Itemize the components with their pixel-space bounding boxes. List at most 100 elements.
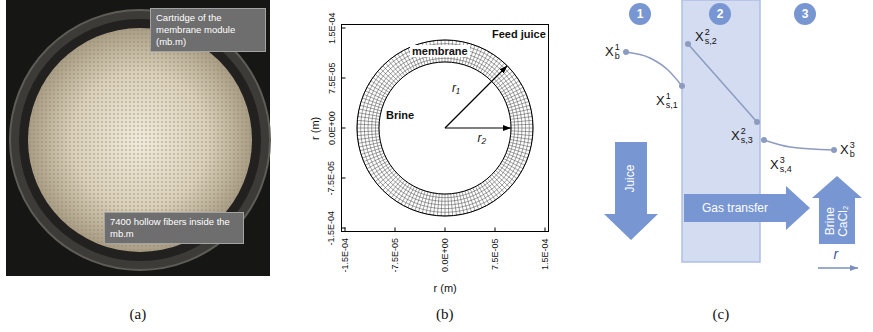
mesh-line (468, 190, 476, 211)
node-text: 1 (637, 8, 644, 20)
panel-caption: (b) (436, 306, 454, 323)
mesh-line (361, 148, 382, 155)
axis-tick-label: -7.5E-05 (326, 161, 336, 196)
axis-tick (342, 178, 346, 179)
mesh-line (380, 69, 396, 84)
mesh-line (386, 63, 401, 79)
mesh-line (422, 192, 428, 213)
photo-panel (6, 0, 270, 276)
mesh-line (494, 173, 510, 188)
concentration-point (679, 83, 685, 89)
axis-tick-label: 7.5E-05 (490, 238, 500, 270)
mesh-line (364, 153, 384, 161)
callout-box: 7400 hollow fibers inside the mb.m (104, 212, 244, 244)
mesh-line (459, 192, 464, 213)
subscript: s,2 (705, 37, 717, 46)
radius-label: r₂ (476, 132, 489, 146)
region-label: Brine (384, 109, 416, 122)
axis-tick (395, 228, 396, 232)
mesh-line (510, 139, 532, 143)
mesh-line (496, 170, 513, 184)
photo-background (6, 0, 270, 276)
node-text: 7400 hollow fibers inside the mb.m (110, 216, 238, 240)
mesh-line (508, 102, 529, 109)
mesh-line (511, 124, 533, 126)
subscript: s,4 (780, 165, 792, 174)
axis-tick-label: -1.5E-04 (340, 238, 350, 273)
mesh-line (383, 66, 399, 82)
axis-tick-label: 0.0E+00 (440, 238, 450, 272)
mesh-line (510, 113, 532, 117)
radius-arrow (445, 127, 511, 128)
symbol-base: X (770, 158, 779, 173)
axis-tick-label: 1.5E-04 (326, 12, 336, 44)
membrane-outer (357, 40, 533, 216)
mesh-line (357, 128, 379, 129)
mesh-ring (375, 58, 514, 197)
concentration-point (831, 147, 837, 153)
mesh-line (357, 124, 379, 126)
region-label: Feed juice (492, 28, 546, 41)
superscript: 3 (850, 141, 855, 150)
mesh-line (456, 193, 460, 215)
node-text: Gas transfer (702, 202, 768, 215)
mesh-line (506, 153, 526, 161)
mesh-line (419, 191, 426, 212)
mesh-line (487, 61, 501, 78)
mesh-line (430, 193, 434, 215)
mesh-line (511, 130, 533, 132)
mesh-line (359, 142, 380, 147)
concentration-point (685, 41, 691, 47)
panel-caption: (a) (130, 306, 147, 323)
mesh-line (441, 194, 443, 216)
symbol-base: X (695, 30, 704, 45)
mesh-line (470, 47, 478, 67)
mesh-line (378, 71, 395, 85)
mesh-line (509, 145, 530, 151)
arrow-body (812, 176, 862, 244)
flow-arrow: Juice (604, 142, 658, 240)
mesh-line (357, 134, 379, 136)
index-stack: s,32 (741, 127, 753, 145)
axis-tick (342, 28, 346, 29)
concentration-point (754, 119, 760, 125)
index-stack: b1 (615, 43, 620, 61)
axis-tick (495, 228, 496, 232)
axis-tick-label: -7.5E-05 (390, 238, 400, 273)
membrane-wall (682, 0, 760, 262)
mesh-line (507, 151, 528, 159)
superscript: 1 (615, 43, 620, 52)
node-text: 2 (717, 8, 724, 20)
fiber-texture (28, 28, 252, 252)
mesh-line (415, 190, 423, 211)
mesh-line (507, 98, 528, 106)
plot-panel (342, 25, 549, 232)
mesh-line (380, 173, 396, 188)
plot-frame (342, 25, 549, 232)
mesh-line (360, 105, 381, 111)
concentration-label: Xs,11 (656, 92, 678, 110)
symbol-base: X (840, 143, 849, 158)
axis-tick (342, 228, 346, 229)
fiber-bundle (28, 28, 252, 252)
mesh-line (361, 102, 382, 109)
mesh-line (465, 191, 472, 212)
mesh-line (447, 194, 449, 216)
mesh-line (358, 137, 380, 140)
mesh-ring (372, 55, 519, 202)
concentration-point (761, 137, 767, 143)
subscript: b (850, 150, 855, 159)
direction-arrow (818, 267, 858, 269)
flow-arrow: Gas transfer (684, 186, 810, 230)
mesh-ring (364, 47, 525, 208)
subscript: s,1 (666, 101, 678, 110)
mesh-line (451, 194, 453, 216)
superscript: 2 (741, 127, 753, 136)
direction-label: r (834, 246, 839, 262)
region-label: membrane (410, 45, 470, 58)
mesh-line (454, 193, 457, 215)
mesh-line (505, 91, 525, 100)
mesh-line (508, 148, 529, 155)
axis-title: r (m) (434, 282, 457, 295)
